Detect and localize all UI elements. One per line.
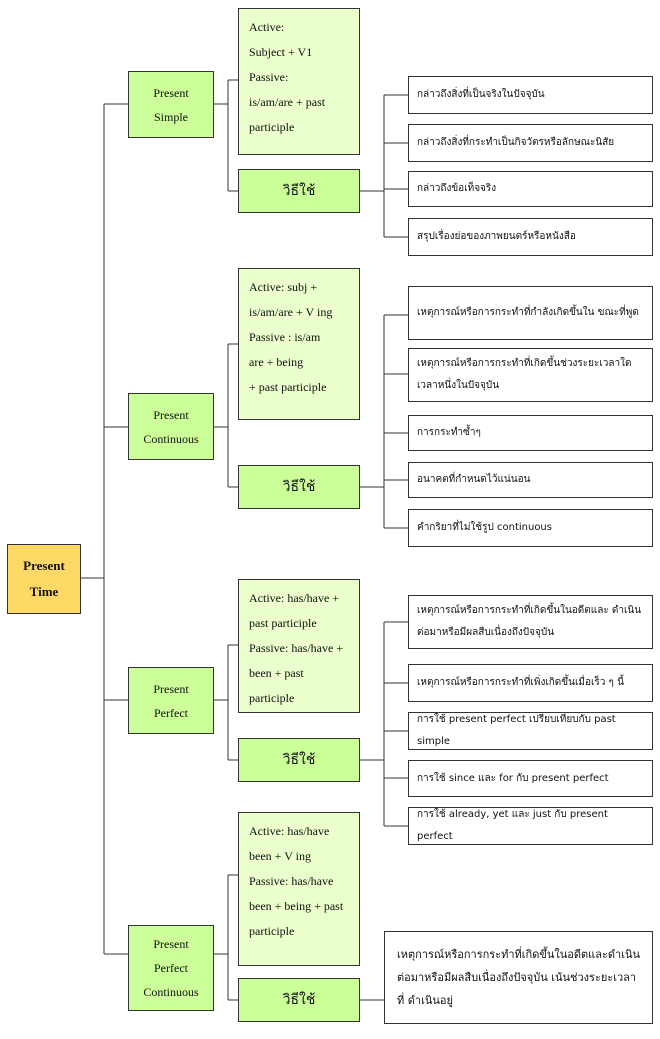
formula-line: been + V ing [249, 849, 311, 863]
usage-text: กล่าวถึงสิ่งที่เป็นจริงในปัจจุบัน [417, 89, 545, 100]
usage-present-continuous: วิธีใช้ [238, 465, 360, 509]
usage-item: กล่าวถึงสิ่งที่กระทำเป็นกิจวัตรหรือลักษณ… [408, 124, 653, 162]
usage-text: การกระทำซ้ำๆ [417, 427, 481, 438]
tense-label-line: Continuous [143, 985, 199, 999]
usage-label: วิธีใช้ [282, 752, 316, 768]
usage-label: วิธีใช้ [282, 479, 316, 495]
tense-label-line: Perfect [154, 705, 188, 720]
usage-item: เหตุการณ์หรือการกระทำที่เกิดขึ้นในอดีตแล… [384, 931, 653, 1024]
formula-line: been + being + past [249, 899, 344, 913]
tense-present-perfect-continuous: Present Perfect Continuous [128, 925, 214, 1011]
usage-item: การกระทำซ้ำๆ [408, 415, 653, 451]
usage-text: เหตุการณ์หรือการกระทำที่เพิ่งเกิดขึ้นเมื… [417, 677, 624, 688]
usage-item: เหตุการณ์หรือการกระทำที่เกิดขึ้นในอดีตแล… [408, 595, 653, 649]
usage-item: การใช้ present perfect เปรียบเทียบกับ pa… [408, 712, 653, 750]
usage-item: การใช้ since และ for กับ present perfect [408, 760, 653, 797]
usage-text: การใช้ present perfect เปรียบเทียบกับ pa… [417, 714, 616, 747]
tense-present-simple: Present Simple [128, 71, 214, 138]
tense-label-line: Continuous [143, 431, 199, 446]
usage-item: สรุปเรื่องย่อของภาพยนตร์หรือหนังสือ [408, 218, 653, 256]
usage-item: เหตุการณ์หรือการกระทำที่เกิดขึ้นช่วงระยะ… [408, 348, 653, 402]
usage-text: เหตุการณ์หรือการกระทำที่เกิดขึ้นช่วงระยะ… [417, 358, 632, 391]
tense-label-line: Present [153, 937, 189, 951]
usage-item: การใช้ already, yet และ just กับ present… [408, 807, 653, 845]
formula-present-simple: Active: Subject + V1 Passive: is/am/are … [238, 8, 360, 155]
formula-line: been + past [249, 666, 304, 680]
usage-text: อนาคตที่กำหนดไว้แน่นอน [417, 474, 531, 485]
tense-label-line: Present [153, 681, 189, 696]
formula-present-perfect-continuous: Active: has/have been + V ing Passive: h… [238, 812, 360, 966]
usage-text: การใช้ since และ for กับ present perfect [417, 772, 609, 784]
formula-present-perfect: Active: has/have + past participle Passi… [238, 579, 360, 713]
usage-present-simple: วิธีใช้ [238, 169, 360, 213]
formula-line: + past participle [249, 380, 327, 394]
tense-present-continuous: Present Continuous [128, 393, 214, 460]
usage-label: วิธีใช้ [282, 183, 316, 199]
tense-label-line: Simple [153, 109, 188, 124]
formula-line: past participle [249, 616, 317, 630]
usage-text: คำกริยาที่ไม่ใช้รูป continuous [417, 522, 552, 533]
root-line1: Present [23, 558, 65, 573]
formula-line: Subject + V1 [249, 45, 313, 59]
usage-text: การใช้ already, yet และ just กับ present… [417, 809, 608, 842]
formula-line: Passive : is/am [249, 330, 321, 344]
root-node: Present Time [7, 544, 81, 614]
formula-line: Passive: [249, 70, 289, 84]
usage-text: เหตุการณ์หรือการกระทำที่เกิดขึ้นในอดีตแล… [417, 605, 642, 638]
usage-text: เหตุการณ์หรือการกระทำที่เกิดขึ้นในอดีตแล… [397, 948, 641, 1007]
formula-line: is/am/are + V ing [249, 305, 333, 319]
formula-line: participle [249, 120, 295, 134]
root-line2: Time [29, 584, 59, 599]
usage-present-perfect: วิธีใช้ [238, 738, 360, 782]
formula-line: Passive: has/have [249, 874, 334, 888]
usage-item: อนาคตที่กำหนดไว้แน่นอน [408, 462, 653, 498]
usage-text: กล่าวถึงข้อเท็จจริง [417, 183, 497, 194]
usage-item: เหตุการณ์หรือการกระทำที่เพิ่งเกิดขึ้นเมื… [408, 664, 653, 702]
formula-line: Active: [249, 20, 285, 34]
usage-item: คำกริยาที่ไม่ใช้รูป continuous [408, 509, 653, 547]
formula-line: are + being [249, 355, 304, 369]
formula-line: Passive: has/have + [249, 641, 344, 655]
usage-text: กล่าวถึงสิ่งที่กระทำเป็นกิจวัตรหรือลักษณ… [417, 137, 615, 148]
formula-line: is/am/are + past [249, 95, 326, 109]
usage-item: กล่าวถึงสิ่งที่เป็นจริงในปัจจุบัน [408, 76, 653, 114]
formula-line: participle [249, 691, 295, 705]
usage-present-perfect-continuous: วิธีใช้ [238, 978, 360, 1022]
usage-item: กล่าวถึงข้อเท็จจริง [408, 171, 653, 207]
usage-label: วิธีใช้ [282, 992, 316, 1008]
tense-present-perfect: Present Perfect [128, 667, 214, 734]
usage-text: เหตุการณ์หรือการกระทำที่กำลังเกิดขึ้นใน … [417, 307, 639, 318]
usage-item: เหตุการณ์หรือการกระทำที่กำลังเกิดขึ้นใน … [408, 286, 653, 340]
formula-present-continuous: Active: subj + is/am/are + V ing Passive… [238, 268, 360, 420]
tense-label-line: Present [153, 407, 189, 422]
usage-text: สรุปเรื่องย่อของภาพยนตร์หรือหนังสือ [417, 231, 576, 242]
formula-line: Active: has/have [249, 824, 330, 838]
formula-line: participle [249, 924, 295, 938]
formula-line: Active: subj + [249, 280, 318, 294]
tense-label-line: Present [153, 85, 189, 100]
tense-label-line: Perfect [154, 961, 188, 975]
formula-line: Active: has/have + [249, 591, 340, 605]
